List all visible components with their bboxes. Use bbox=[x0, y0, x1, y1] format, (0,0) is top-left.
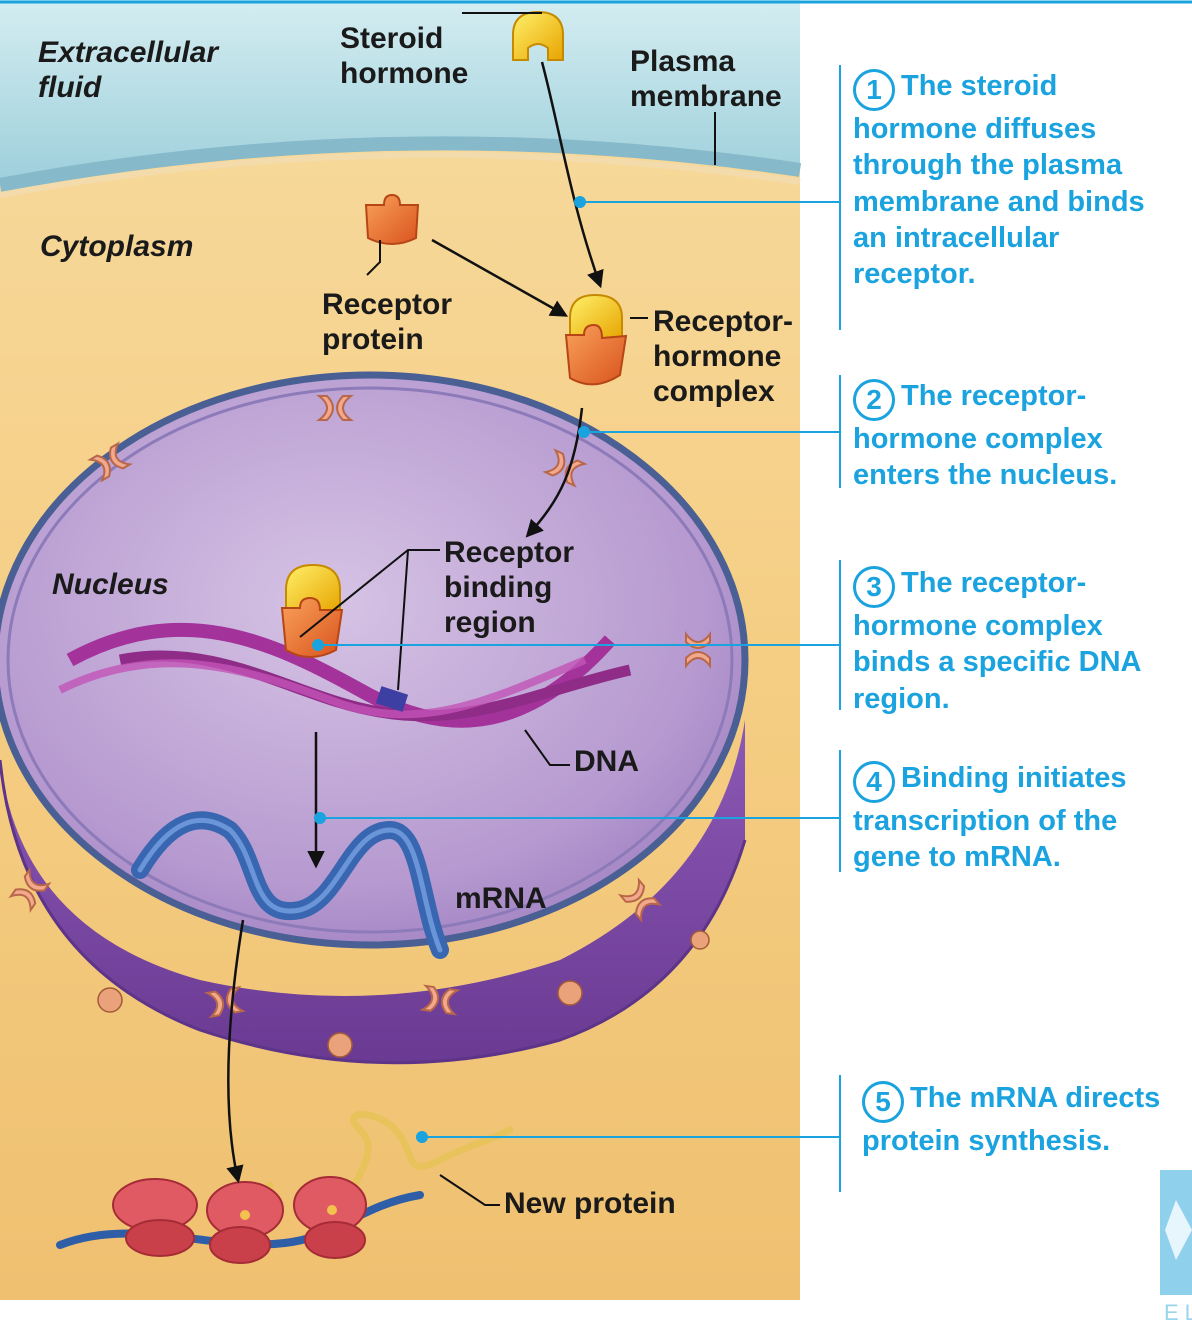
process-arrows bbox=[226, 61, 604, 1184]
label-nucleus: Nucleus bbox=[52, 568, 169, 601]
step-5-number: 5 bbox=[862, 1081, 904, 1123]
extracellular-region bbox=[0, 0, 800, 185]
label-new-protein: New protein bbox=[504, 1187, 676, 1220]
pore-rosettes bbox=[97, 930, 710, 1058]
ribosomes bbox=[112, 1176, 367, 1264]
steroid-hormone-shape bbox=[512, 10, 564, 61]
logo-text: EL bbox=[1164, 1300, 1192, 1325]
step-1-number: 1 bbox=[853, 69, 895, 111]
dna-strands bbox=[58, 622, 632, 728]
step-pointer-lines bbox=[312, 65, 841, 1192]
step-2-number: 2 bbox=[853, 379, 895, 421]
step-3-number: 3 bbox=[853, 566, 895, 608]
receptor-hormone-complex-shape bbox=[564, 293, 628, 386]
label-extracellular-fluid: Extracellular fluid bbox=[38, 36, 219, 104]
nuclear-envelope bbox=[0, 371, 749, 949]
label-receptor-protein: Receptor protein bbox=[322, 288, 453, 356]
label-dna: DNA bbox=[574, 745, 639, 778]
label-receptor-binding-region: Receptor binding region bbox=[444, 536, 575, 639]
label-mrna: mRNA bbox=[455, 882, 547, 915]
label-plasma-membrane: Plasma membrane bbox=[630, 45, 782, 113]
label-steroid-hormone: Steroid hormone bbox=[340, 22, 469, 90]
label-leaders bbox=[299, 12, 716, 1206]
plasma-membrane bbox=[0, 136, 802, 192]
label-cytoplasm: Cytoplasm bbox=[40, 230, 194, 263]
receptor-protein-shape bbox=[364, 193, 420, 245]
step-4-number: 4 bbox=[853, 761, 895, 803]
label-receptor-hormone-complex: Receptor- hormone complex bbox=[653, 305, 794, 408]
nucleus bbox=[0, 375, 745, 945]
nucleus-wall bbox=[0, 720, 745, 1063]
